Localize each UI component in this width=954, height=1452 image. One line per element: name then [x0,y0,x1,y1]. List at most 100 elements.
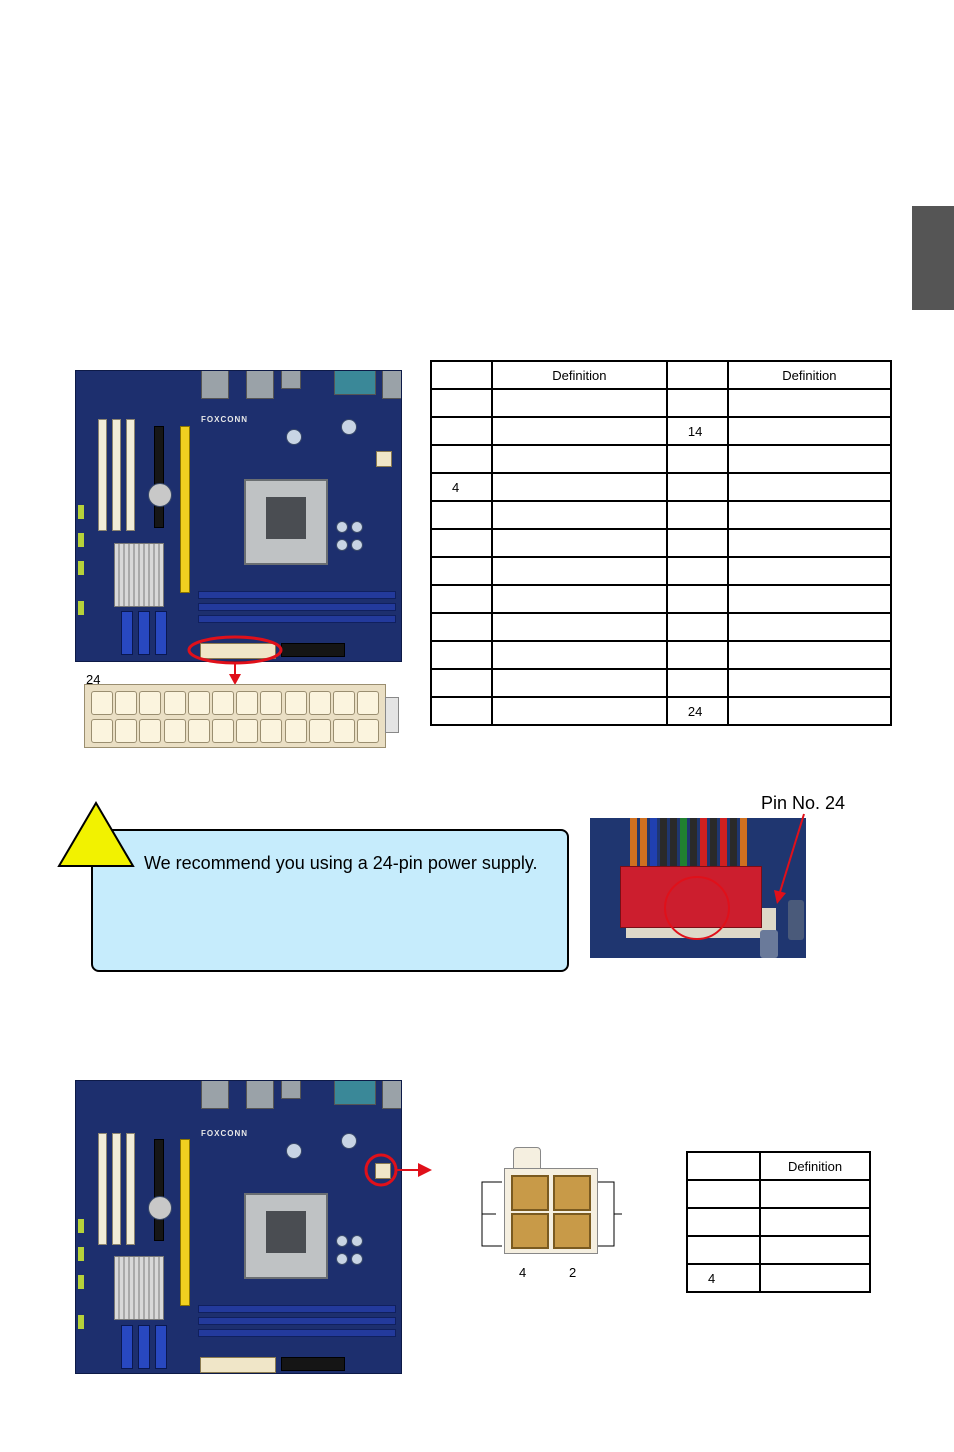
atx4-row [685,1235,871,1265]
connector-pin [212,719,234,743]
atx24-row: 24 [430,696,893,726]
atx24-pin-cell: 24 [665,696,729,726]
connector-pin [260,691,283,715]
atx24-connector-label: 24 [86,672,101,687]
atx24-header-row: Definition Definition [430,360,893,390]
atx24-pin-cell: 14 [665,416,729,446]
atx24-pin-cell [430,388,493,418]
atx24-pin-cell [430,444,493,474]
atx24-definition-cell [490,500,668,530]
atx24-definition-cell [490,388,668,418]
motherboard-image-bottom: FOXCONN [75,1080,402,1374]
atx4-pin-table: Definition 4 [685,1151,871,1293]
atx24-definition-cell [490,528,668,558]
note-callout [91,829,569,972]
atx24-definition-cell [726,584,893,614]
atx24-definition-cell: Definition [726,360,893,390]
atx24-row [430,612,893,642]
connector-pin [333,719,355,743]
atx24-pin-cell [430,556,493,586]
chapter-side-tab [912,206,954,310]
connector-pin [139,691,162,715]
atx4-definition-cell [759,1235,871,1265]
connector-pin [163,691,186,715]
atx24-pin-cell [665,528,729,558]
atx24-definition-cell [726,528,893,558]
connector-tab [385,697,399,733]
connector-pin [308,719,331,743]
atx24-pin-cell [430,500,493,530]
atx4-brackets [481,1181,622,1247]
connector-pin [308,691,331,715]
motherboard-image-top: FOXCONN [75,370,402,662]
atx24-pin-cell [665,444,729,474]
atx24-row [430,500,893,530]
atx4-definition-cell: Definition [759,1151,871,1181]
connector4-highlight [364,1153,432,1187]
connector-pin [333,691,355,715]
atx24-row [430,556,893,586]
arrow-head [774,890,786,904]
atx24-definition-cell [726,388,893,418]
atx24-pin-cell [430,360,493,390]
connector-pin [139,719,162,743]
atx24-pin-cell [430,696,493,726]
atx24-definition-cell [490,472,668,502]
atx24-pin-cell [665,472,729,502]
atx24-row: 4 [430,472,893,502]
atx4-pin-label-2: 2 [569,1265,577,1280]
atx24-pin-cell [430,584,493,614]
atx24-row [430,528,893,558]
atx24-pin-cell [665,640,729,670]
atx24-pin-cell [665,668,729,698]
connector-highlight [187,635,283,685]
atx24-connector-drawing [84,684,399,748]
atx4-definition-cell [759,1179,871,1209]
atx24-definition-cell [726,668,893,698]
photo-annotations [664,813,805,940]
atx24-definition-cell [490,584,668,614]
atx24-definition-cell [726,472,893,502]
pointer-line [779,813,805,893]
connector-pin [187,719,210,743]
atx4-row [685,1179,871,1209]
atx24-definition-cell [490,640,668,670]
atx24-definition-cell [490,612,668,642]
atx4-pin-cell [685,1151,762,1181]
atx4-pin-cell [685,1235,762,1265]
pin-no-label: Pin No. 24 [761,793,846,813]
atx4-connector-drawing [504,1168,598,1254]
atx24-definition-cell: Definition [490,360,668,390]
atx24-pin-cell [665,360,729,390]
atx24-pin-cell [665,500,729,530]
atx24-definition-cell [726,444,893,474]
atx24-definition-cell [490,556,668,586]
atx4-header-row: Definition [685,1151,871,1181]
connector-pin [357,691,380,715]
atx4-pin-cell: 4 [685,1263,762,1293]
note-text: We recommend you using a 24-pin power su… [144,853,538,873]
arrow-head [229,674,241,685]
atx4-definition-cell [759,1263,871,1293]
atx24-definition-cell [490,444,668,474]
connector-pin [357,719,380,743]
atx24-definition-cell [726,696,893,726]
atx24-definition-cell [726,556,893,586]
atx24-pin-cell [430,612,493,642]
connector-pin [236,691,259,715]
atx24-pin-cell [665,584,729,614]
atx24-pin-cell [665,612,729,642]
atx4-definition-cell [759,1207,871,1237]
atx24-pin-table: Definition Definition 14 4 24 [430,360,893,726]
highlight-ellipse [187,635,283,665]
connector-pin [260,719,283,743]
atx24-row [430,584,893,614]
connector-pin [115,691,138,715]
atx24-definition-cell [490,696,668,726]
atx24-pin-cell [430,416,493,446]
connector-pin [236,719,259,743]
atx24-pin-cell [430,528,493,558]
atx24-pin-cell [430,640,493,670]
connector-pin [284,691,307,715]
atx24-pin-cell [430,668,493,698]
